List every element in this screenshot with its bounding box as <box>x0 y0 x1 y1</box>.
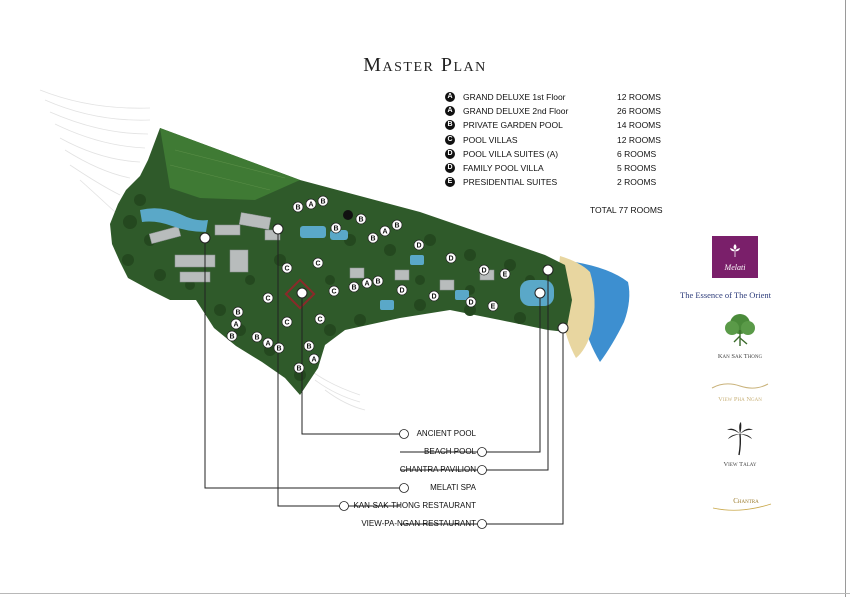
callout-view-pa-ngan: VIEW-PA-NGAN RESTAURANT <box>361 519 476 528</box>
legend-row: D FAMILY POOL VILLA 5 ROOMS <box>445 161 675 175</box>
chantra-logo: Chantra <box>680 484 800 520</box>
total-rooms: TOTAL 77 ROOMS <box>590 205 663 215</box>
trees <box>122 194 535 381</box>
svg-text:A: A <box>233 322 238 329</box>
tree-icon <box>725 314 755 346</box>
svg-text:E: E <box>503 272 508 279</box>
svg-text:A: A <box>364 281 369 288</box>
svg-text:B: B <box>370 236 375 243</box>
legend-rooms: 12 ROOMS <box>617 134 661 145</box>
svg-text:C: C <box>331 289 336 296</box>
melati-logo: Melati The Essence of The Orient <box>680 230 800 310</box>
legend-badge: A <box>445 106 455 117</box>
legend-badge: D <box>445 162 455 173</box>
legend-badge: A <box>445 92 455 102</box>
page-title: Master Plan <box>363 54 487 76</box>
legend-name: FAMILY POOL VILLA <box>463 162 544 173</box>
svg-text:B: B <box>276 346 281 353</box>
view-pha-ngan-name: View Pha Ngan <box>718 396 762 403</box>
tagline: The Essence of The Orient <box>680 290 771 300</box>
callout-beach-pool: BEACH POOL <box>423 447 476 456</box>
view-talay-logo: View Talay <box>680 422 800 470</box>
room-legend: A GRAND DELUXE 1st Floor 12 ROOMS A GRAN… <box>445 90 675 189</box>
svg-text:C: C <box>317 317 322 324</box>
legend-name: POOL VILLAS <box>463 134 518 145</box>
legend-name: PRESIDENTIAL SUITES <box>463 177 558 188</box>
svg-text:B: B <box>229 334 234 341</box>
svg-text:D: D <box>399 288 404 295</box>
terrain-lines <box>39 89 366 411</box>
svg-text:C: C <box>265 296 270 303</box>
svg-text:B: B <box>320 199 325 206</box>
svg-text:E: E <box>491 304 496 311</box>
svg-text:B: B <box>235 310 240 317</box>
legend-row: D POOL VILLA SUITES (A) 6 ROOMS <box>445 147 675 161</box>
palm-tree-icon <box>727 422 753 456</box>
svg-text:B: B <box>351 285 356 292</box>
legend-rooms: 2 ROOMS <box>617 177 657 188</box>
legend-rooms: 26 ROOMS <box>617 106 661 117</box>
kan-sak-thong-name: Kan Sak Thong <box>717 353 763 360</box>
legend-badge: B <box>445 120 455 131</box>
svg-text:D: D <box>431 294 436 301</box>
svg-text:B: B <box>375 279 380 286</box>
svg-text:B: B <box>333 226 338 233</box>
orchid-icon <box>730 244 740 257</box>
ancient-pool-marker <box>284 278 316 310</box>
legend-row: A GRAND DELUXE 1st Floor 12 ROOMS <box>445 90 675 104</box>
svg-text:D: D <box>416 243 421 250</box>
svg-text:D: D <box>481 268 486 275</box>
legend-rooms: 6 ROOMS <box>617 148 657 159</box>
svg-text:A: A <box>311 357 316 364</box>
svg-text:D: D <box>448 256 453 263</box>
location-markers <box>199 223 569 334</box>
svg-text:B: B <box>254 335 259 342</box>
view-talay-name: View Talay <box>723 461 757 468</box>
wave-icon <box>711 383 769 389</box>
legend-rooms: 5 ROOMS <box>617 162 657 173</box>
svg-text:C: C <box>284 320 289 327</box>
legend-name: POOL VILLA SUITES (A) <box>463 148 559 159</box>
legend-badge: D <box>445 148 455 159</box>
svg-text:A: A <box>382 229 387 236</box>
legend-row: E PRESIDENTIAL SUITES 2 ROOMS <box>445 175 675 189</box>
page-edge <box>845 0 846 597</box>
crescent-icon <box>707 486 772 511</box>
svg-text:D: D <box>468 300 473 307</box>
leader-lines <box>204 229 564 525</box>
legend-row: B PRIVATE GARDEN POOL 14 ROOMS <box>445 118 675 132</box>
melati-badge: Melati <box>712 236 758 278</box>
legend-row: C POOL VILLAS 12 ROOMS <box>445 133 675 147</box>
melati-name: Melati <box>724 263 746 272</box>
svg-text:A: A <box>308 202 313 209</box>
legend-badge: C <box>445 134 455 145</box>
chantra-name: Chantra <box>733 497 759 505</box>
svg-text:B: B <box>358 217 363 224</box>
legend-badge: E <box>445 177 455 188</box>
legend-row: A GRAND DELUXE 2nd Floor 26 ROOMS <box>445 104 675 118</box>
svg-text:B: B <box>296 366 301 373</box>
legend-name: PRIVATE GARDEN POOL <box>463 120 563 131</box>
callout-melati-spa: MELATI SPA <box>430 483 476 492</box>
callout-ancient-pool: ANCIENT POOL <box>416 429 476 438</box>
svg-text:B: B <box>295 205 300 212</box>
svg-text:A: A <box>265 341 270 348</box>
legend-name: GRAND DELUXE 1st Floor <box>463 92 566 102</box>
kan-sak-thong-logo: Kan Sak Thong <box>680 312 800 368</box>
svg-text:C: C <box>284 266 289 273</box>
legend-rooms: 12 ROOMS <box>617 92 661 102</box>
page-bottom-edge <box>0 593 850 594</box>
svg-text:C: C <box>315 261 320 268</box>
svg-text:B: B <box>394 223 399 230</box>
callout-kan-sak-thong: KAN-SAK-THONG RESTAURANT <box>353 501 476 510</box>
legend-rooms: 14 ROOMS <box>617 120 661 131</box>
callout-chantra-pavilion: CHANTRA PAVILION <box>399 465 476 474</box>
view-pha-ngan-logo: View Pha Ngan <box>680 378 800 408</box>
legend-name: GRAND DELUXE 2nd Floor <box>463 106 569 117</box>
svg-text:B: B <box>306 344 311 351</box>
